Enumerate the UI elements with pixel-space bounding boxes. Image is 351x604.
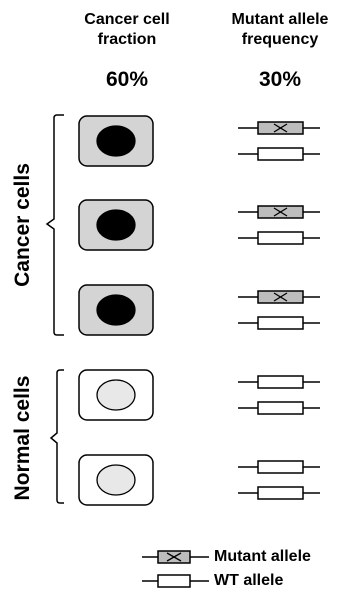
header-col2-line2: frequency (241, 31, 319, 48)
legend-wt-label: WT allele (214, 572, 284, 589)
normal-nucleus (96, 464, 136, 496)
cancer-cell (78, 199, 154, 251)
cancer-cell (78, 115, 154, 167)
cancer-cell-fraction-value: 60% (105, 68, 149, 91)
header-col2-line1: Mutant allele (231, 11, 329, 28)
wt-allele (238, 231, 320, 245)
wt-allele (238, 486, 320, 500)
wt-allele (238, 316, 320, 330)
normal-nucleus (96, 379, 136, 411)
legend-mutant-allele-symbol (142, 550, 209, 564)
normal-cells-bracket (49, 369, 64, 504)
wt-allele (238, 401, 320, 415)
cancer-cells-bracket (45, 114, 64, 336)
cancer-nucleus (96, 125, 136, 157)
legend-mutant-label: Mutant allele (214, 548, 311, 565)
wt-allele (238, 147, 320, 161)
normal-cell (78, 454, 154, 506)
mutant-allele (238, 121, 320, 135)
wt-allele (238, 375, 320, 389)
legend-wt-allele-symbol (142, 574, 209, 588)
mutant-allele-frequency-value: 30% (258, 68, 302, 91)
header-col1-line1: Cancer cell (84, 11, 170, 28)
mutant-allele (238, 205, 320, 219)
header-cancer-cell-fraction: Cancer cell fraction (62, 10, 192, 50)
cancer-cell (78, 284, 154, 336)
cancer-nucleus (96, 209, 136, 241)
header-col1-line2: fraction (97, 31, 157, 48)
header-mutant-allele-frequency: Mutant allele frequency (210, 10, 350, 50)
wt-allele (238, 460, 320, 474)
cancer-nucleus (96, 294, 136, 326)
mutant-allele (238, 290, 320, 304)
normal-cell (78, 369, 154, 421)
